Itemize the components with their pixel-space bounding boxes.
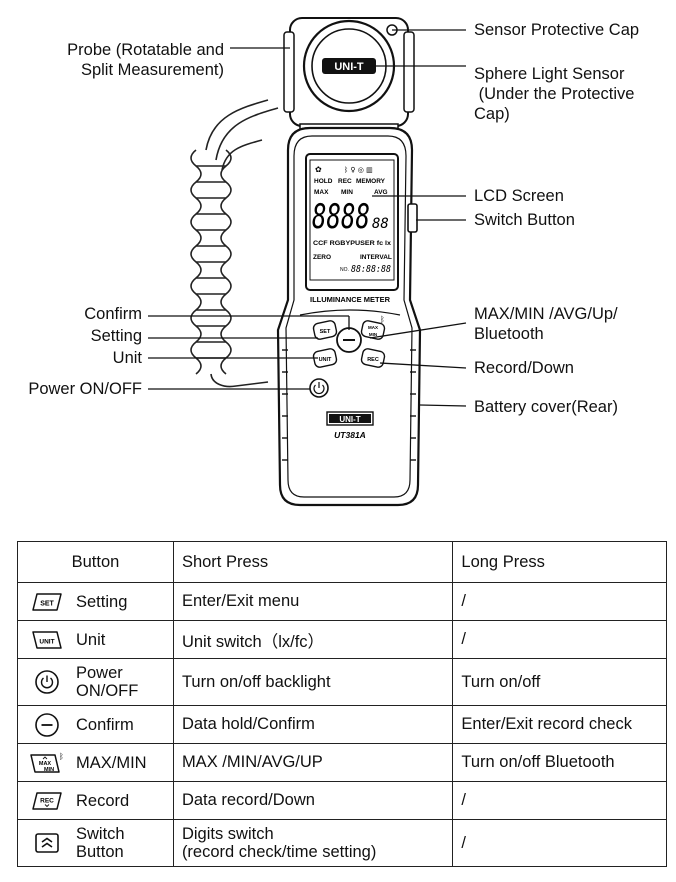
button-name: MAX/MIN: [76, 753, 147, 772]
button-name: Unit: [76, 630, 106, 649]
callout-battery: Battery cover(Rear): [474, 398, 618, 416]
button-name: Record: [76, 791, 130, 810]
long-press-cell: /: [452, 819, 667, 867]
short-press-cell: Data hold/Confirm: [172, 705, 454, 744]
svg-text:MIN: MIN: [44, 767, 54, 773]
long-press-cell: Enter/Exit record check: [452, 705, 667, 744]
set-key-label: SET: [320, 329, 331, 335]
coiled-cable: [190, 99, 279, 388]
callout-power: Power ON/OFF: [28, 380, 142, 398]
long-press-cell: Turn on/off: [452, 658, 667, 706]
callout-unit: Unit: [112, 349, 142, 367]
table-row: Confirm Data hold/Confirm Enter/Exit rec…: [17, 705, 667, 744]
rec-key-label: REC: [367, 357, 379, 363]
lcd-main-digits: 8888: [312, 197, 370, 237]
max-key-label: MAX: [368, 325, 378, 330]
double-chevron-up-icon: [26, 830, 68, 856]
svg-text:UNIT: UNIT: [39, 638, 54, 645]
callout-confirm: Confirm: [84, 305, 142, 323]
lcd-no-label: NO.: [340, 267, 349, 273]
long-press-cell: /: [452, 781, 667, 820]
lcd-hold-label: HOLD: [314, 178, 333, 185]
short-press-cell: Unit switch（lx/fc）: [172, 620, 454, 659]
short-press-cell: Enter/Exit menu: [172, 582, 454, 621]
long-press-cell: Turn on/off Bluetooth: [452, 743, 667, 782]
lcd-interval-label: INTERVAL: [360, 254, 392, 261]
header-short-press: Short Press: [172, 541, 454, 583]
long-press-cell: /: [452, 582, 667, 621]
probe-brand-logo: UNI-T: [334, 61, 364, 73]
unit-key-icon: UNIT: [26, 627, 68, 653]
lcd-memory-label: MEMORY: [356, 178, 386, 185]
unit-key-label: UNIT: [319, 357, 332, 363]
lcd-min-label: MIN: [341, 189, 353, 196]
short-press-cell: Turn on/off backlight: [172, 658, 454, 706]
table-row: UNIT Unit Unit switch（lx/fc） /: [17, 620, 667, 659]
rec-key-icon: REC: [26, 788, 68, 814]
lcd-screen: ✿ ᛒ ♀ ◎ ▥ HOLD REC MEMORY MAX MIN AVG 88…: [305, 153, 399, 291]
lcd-max-label: MAX: [314, 189, 329, 196]
side-switch-button: [407, 203, 418, 233]
lcd-avg-label: AVG: [374, 189, 388, 196]
model-label: UT381A: [334, 430, 366, 440]
short-press-cell: Digits switch(record check/time setting): [172, 819, 454, 867]
table-row: SET Setting Enter/Exit menu /: [17, 582, 667, 621]
svg-text:ᛒ: ᛒ: [59, 752, 64, 761]
short-press-cell: MAX /MIN/AVG/UP: [172, 743, 454, 782]
long-press-cell: /: [452, 620, 667, 659]
button-function-table: Button Short Press Long Press SET Settin…: [17, 541, 667, 867]
svg-text:REC: REC: [40, 797, 54, 804]
body-brand-logo: UNI-T: [339, 415, 360, 424]
button-name: Setting: [76, 592, 128, 611]
table-header-row: Button Short Press Long Press: [17, 541, 667, 583]
min-key-label: MIN: [369, 332, 377, 337]
leader-lines: [148, 29, 467, 407]
svg-text:ᛒ ♀ ◎ ▥: ᛒ ♀ ◎ ▥: [344, 166, 373, 174]
svg-text:✿: ✿: [315, 165, 322, 174]
power-icon: [26, 669, 68, 695]
callout-sphere-sensor: Sphere Light Sensor (Under the Protectiv…: [474, 65, 635, 123]
lcd-small-digits: 88: [372, 216, 389, 232]
set-key-icon: SET: [26, 589, 68, 615]
lcd-zero-label: ZERO: [313, 254, 331, 261]
table-row: REC Record Data record/Down /: [17, 781, 667, 820]
device-diagram: UNI-T ✿ ᛒ ♀ ◎ ▥ HOLD REC MEMORY MAX MIN …: [148, 17, 467, 507]
header-long-press: Long Press: [452, 541, 667, 583]
callout-switch-button: Switch Button: [474, 211, 575, 229]
svg-text:MAX: MAX: [39, 761, 52, 767]
svg-text:ᛒ: ᛒ: [380, 315, 385, 324]
callout-setting: Setting: [90, 327, 142, 345]
svg-text:SET: SET: [40, 600, 54, 607]
lcd-rec-label: REC: [338, 178, 352, 185]
callout-lcd-screen: LCD Screen: [474, 187, 564, 205]
header-button: Button: [17, 541, 174, 583]
callout-record: Record/Down: [474, 359, 574, 377]
lcd-time-digits: 88:88:88: [351, 264, 391, 275]
callout-maxmin: MAX/MIN /AVG/Up/Bluetooth: [474, 305, 618, 343]
keypad: SET UNIT MAX MIN REC ᛒ: [299, 309, 401, 398]
button-name: Confirm: [76, 715, 134, 734]
lcd-mode-row: CCF RGBYPUSER fc lx: [313, 241, 392, 247]
meter-name-label: ILLUMINANCE METER: [310, 295, 391, 304]
short-press-cell: Data record/Down: [172, 781, 454, 820]
probe-head: UNI-T: [283, 17, 415, 133]
minus-circle-icon: [26, 712, 68, 738]
callout-sensor-cap: Sensor Protective Cap: [474, 21, 640, 39]
